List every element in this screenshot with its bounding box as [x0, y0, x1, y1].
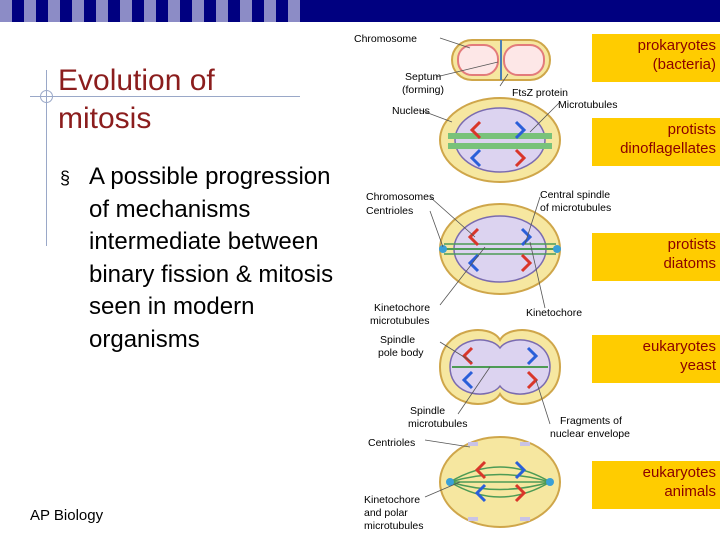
figure-label-ftsz: FtsZ protein [512, 87, 568, 99]
figure-label-nucleus: Nucleus [392, 105, 430, 117]
dinoflagellate-cell [439, 97, 561, 183]
organism-label-line2: animals [664, 483, 716, 500]
crosshair-circle-icon [40, 90, 53, 103]
figure-label-septum-2: (forming) [402, 84, 444, 96]
organism-label-line1: eukaryotes [642, 464, 716, 481]
figure-label-kinetochore-mt-1: Kinetochore [374, 302, 430, 314]
organism-label-animals: eukaryotes animals [592, 461, 720, 509]
figure-label-septum-1: Septum [405, 71, 441, 83]
figure-label-spindle-pole-1: Spindle [380, 334, 415, 346]
figure-label-kinetochore: Kinetochore [526, 307, 582, 319]
organism-label-line1: protists [667, 121, 716, 138]
figure-label-chromosomes: Chromosomes [366, 191, 434, 203]
figure-label-centrioles-2: Centrioles [368, 437, 415, 449]
title-rule-horizontal [30, 96, 300, 97]
bullet-text: A possible progression of mechanisms int… [89, 163, 334, 353]
bacteria-cell [451, 39, 551, 81]
figure-label-spindle-mt-2: microtubules [408, 418, 468, 430]
organism-label-line1: protists [667, 236, 716, 253]
top-bar [0, 0, 720, 22]
organism-label-line2: (bacteria) [652, 56, 716, 73]
figure-label-centrioles: Centrioles [366, 205, 413, 217]
figure-label-central-spindle-2: of microtubules [540, 202, 611, 214]
organism-label-prokaryotes: prokaryotes (bacteria) [592, 34, 720, 82]
title-rule-vertical [46, 70, 47, 246]
figure-label-kin-polar-1: Kinetochore [364, 494, 420, 506]
diatom-cell [439, 203, 561, 295]
figure-label-kin-polar-2: and polar [364, 507, 408, 519]
figure-label-kin-polar-3: microtubules [364, 520, 424, 532]
figure-label-fragments-1: Fragments of [560, 415, 622, 427]
bullet-marker-icon: § [60, 168, 71, 188]
organism-label-line1: prokaryotes [637, 37, 716, 54]
organism-label-diatoms: protists diatoms [592, 233, 720, 281]
footer-text: AP Biology [30, 507, 104, 524]
organism-label-line2: yeast [680, 357, 716, 374]
slide-title: Evolution of mitosis [58, 64, 215, 135]
figure-label-kinetochore-mt-2: microtubules [370, 315, 430, 327]
organism-label-line2: diatoms [663, 255, 716, 272]
figure-label-spindle-pole-2: pole body [378, 347, 424, 359]
figure-label-central-spindle-1: Central spindle [540, 189, 610, 201]
organism-label-dinoflagellates: protists dinoflagellates [592, 118, 720, 166]
yeast-cell [438, 329, 562, 405]
animal-cell [439, 436, 561, 528]
organism-label-line2: dinoflagellates [620, 140, 716, 157]
organism-label-line1: eukaryotes [642, 338, 716, 355]
mitosis-evolution-figure: Chromosome Septum (forming) FtsZ protein… [354, 22, 665, 540]
figure-label-spindle-mt-1: Spindle [410, 405, 445, 417]
figure-label-fragments-2: nuclear envelope [550, 428, 630, 440]
figure-label-microtubules: Microtubules [558, 99, 618, 111]
top-bar-solid [300, 0, 720, 22]
organism-label-yeast: eukaryotes yeast [592, 335, 720, 383]
figure-label-chromosome: Chromosome [354, 33, 417, 45]
